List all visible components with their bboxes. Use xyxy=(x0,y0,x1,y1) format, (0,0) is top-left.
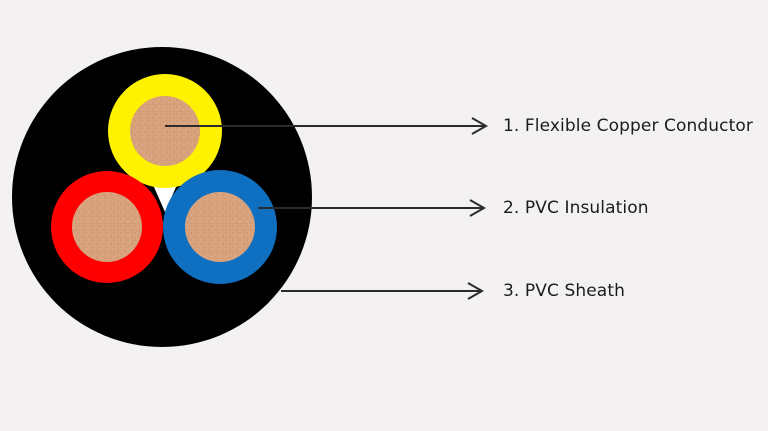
blue-core xyxy=(163,170,277,284)
label-flexible-copper-conductor: 1. Flexible Copper Conductor xyxy=(503,116,753,136)
callout-line-2 xyxy=(258,199,487,217)
callout-line-1 xyxy=(165,117,489,135)
callout-line-3 xyxy=(281,282,485,300)
yellow-core xyxy=(108,74,222,188)
arrowhead-3-icon xyxy=(467,282,485,300)
arrowhead-1-icon xyxy=(471,117,489,135)
red-core xyxy=(51,171,163,283)
copper-conductor-blue xyxy=(185,192,255,262)
label-pvc-sheath: 3. PVC Sheath xyxy=(503,281,625,301)
copper-conductor-yellow xyxy=(130,96,200,166)
label-pvc-insulation: 2. PVC Insulation xyxy=(503,198,649,218)
copper-conductor-red xyxy=(72,192,142,262)
arrowhead-2-icon xyxy=(469,199,487,217)
